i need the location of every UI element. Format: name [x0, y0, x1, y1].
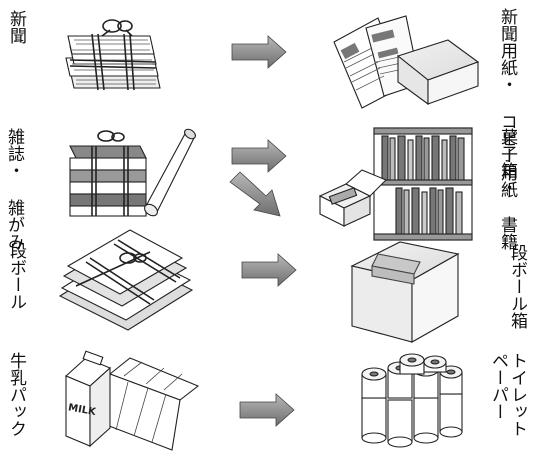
- arrow-icon: [232, 36, 286, 68]
- magazine-bundle-icon: [70, 127, 197, 218]
- cardboard-box-icon: [352, 242, 458, 342]
- arrow-icon: [242, 254, 296, 286]
- cardboard-bundle-icon: [60, 230, 192, 330]
- arrow-icon: [240, 394, 294, 426]
- newsprint-copy-paper-icon: [334, 16, 478, 108]
- milk-carton-icon: MILK: [66, 351, 198, 450]
- newspaper-bundle-icon: [66, 20, 160, 90]
- arrow-diagonal-icon: [230, 172, 280, 216]
- bookshelf-snackbox-icon: [320, 128, 472, 240]
- arrow-icon: [232, 140, 286, 172]
- toilet-paper-rolls-icon: [362, 354, 462, 447]
- paper-roll-icon: [142, 127, 197, 218]
